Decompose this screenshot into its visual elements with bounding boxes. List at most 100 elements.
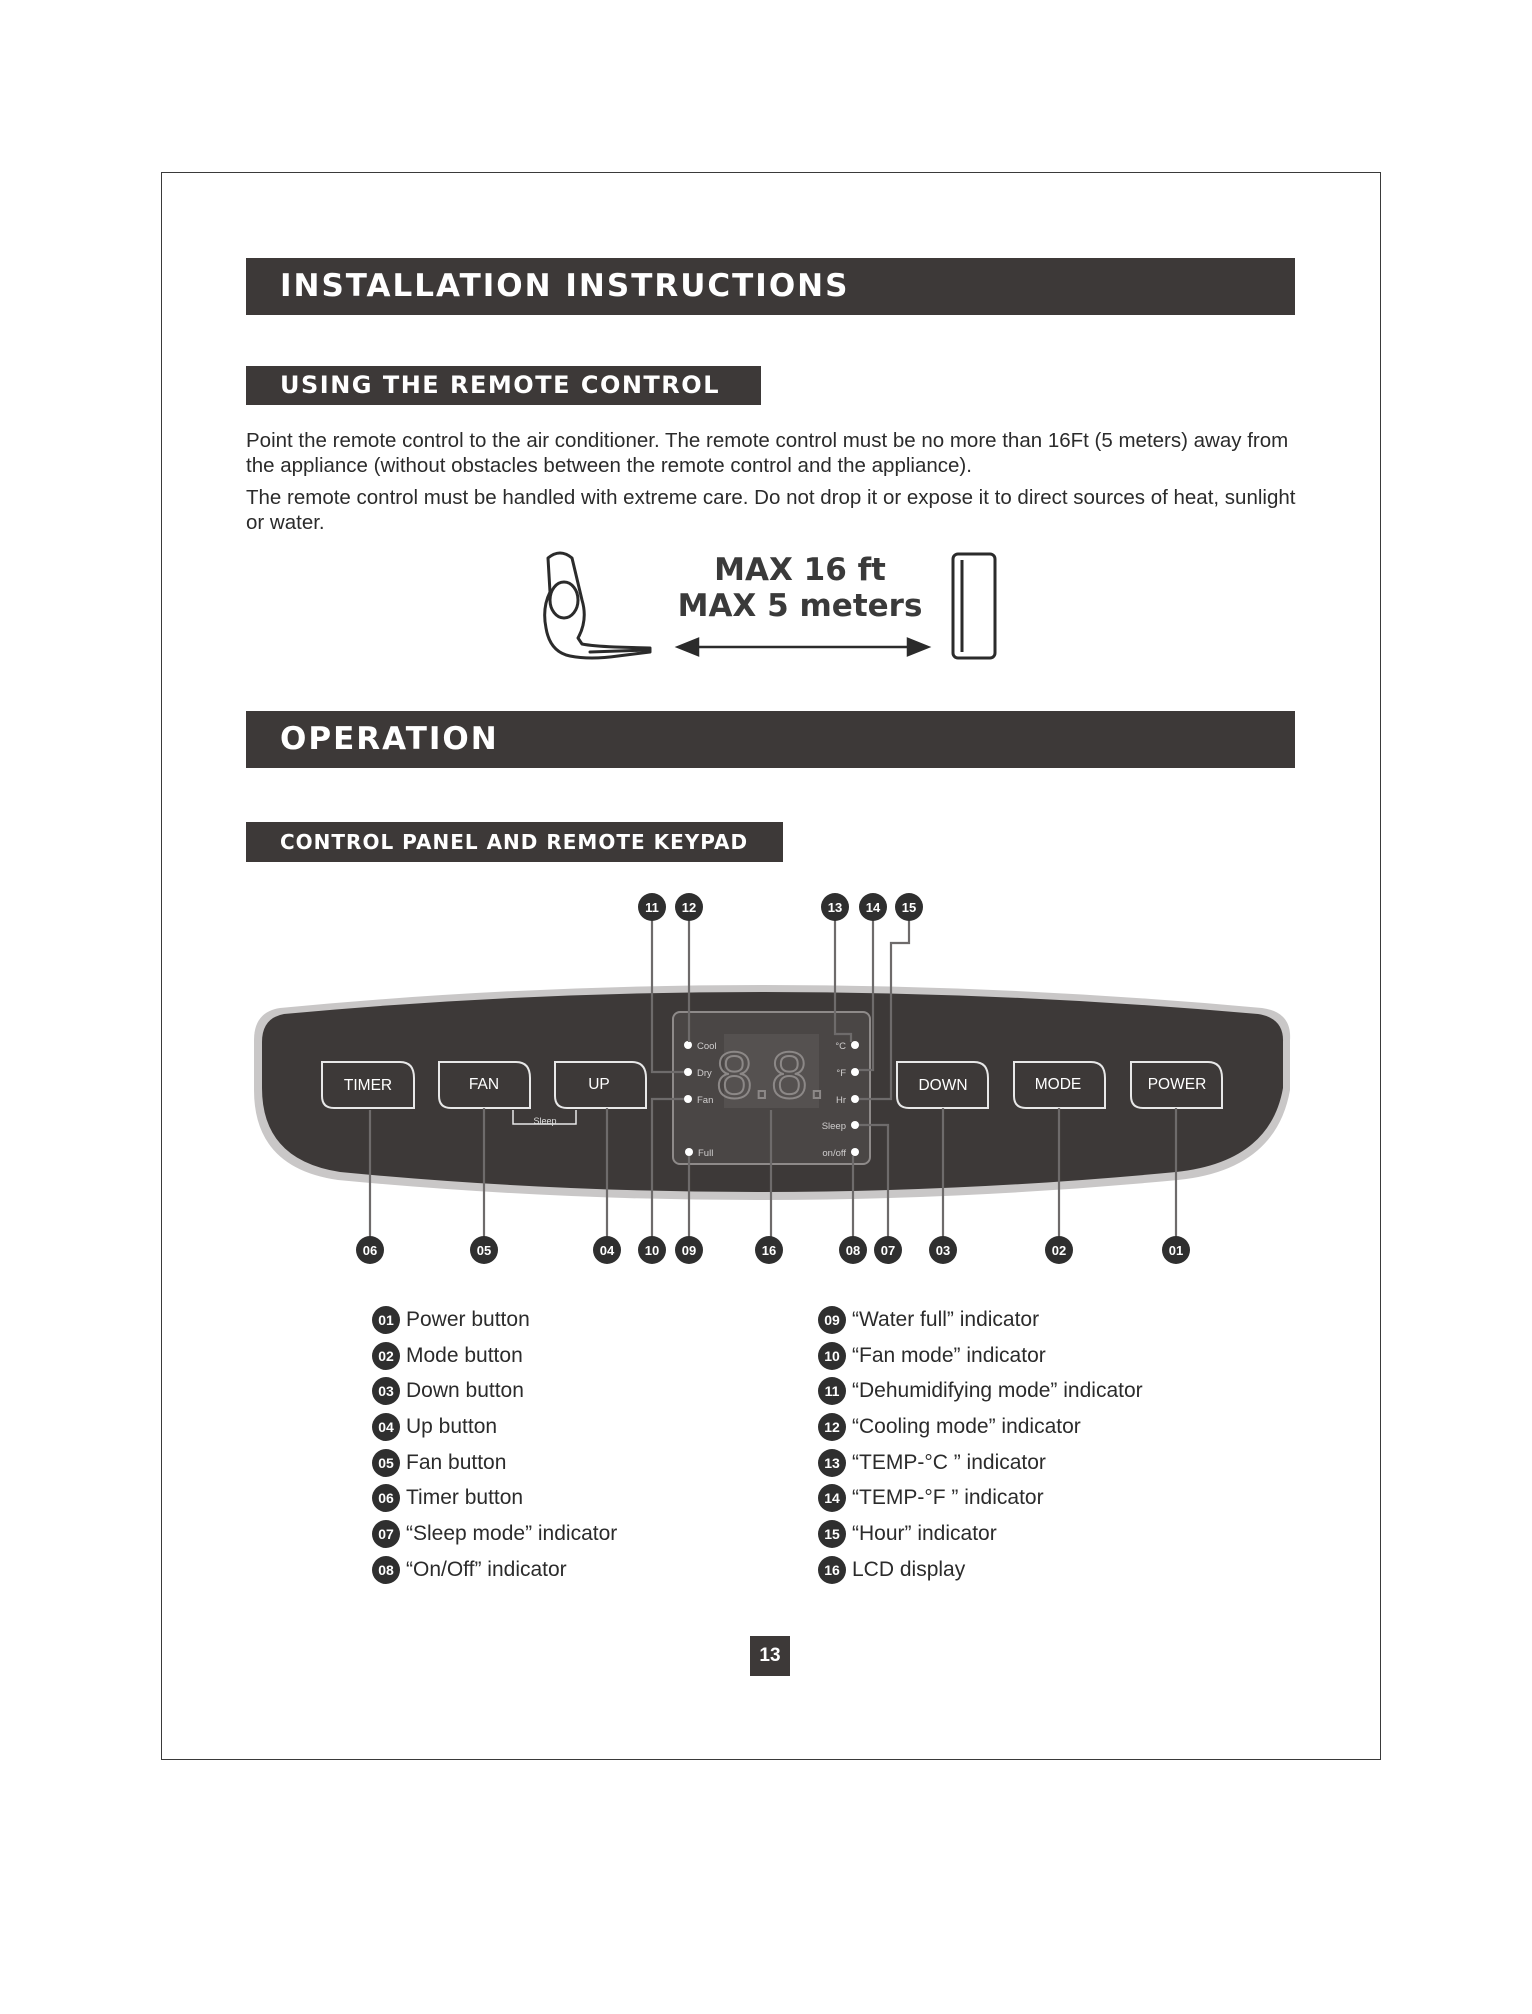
callout-15: 15 xyxy=(902,900,916,915)
legend-text: Mode button xyxy=(406,1343,523,1367)
legend-item: 12“Cooling mode” indicator xyxy=(818,1409,1143,1445)
installation-title: INSTALLATION INSTRUCTIONS xyxy=(246,258,1295,315)
legend-text: Timer button xyxy=(406,1486,524,1510)
callout-14: 14 xyxy=(866,900,881,915)
number-badge: 05 xyxy=(372,1448,400,1477)
legend-text: Up button xyxy=(406,1415,498,1439)
legend-item: 01 Power button xyxy=(372,1302,617,1338)
hr-label: Hr xyxy=(836,1095,846,1106)
max-meters-label: MAX 5 meters xyxy=(677,588,923,624)
number-badge: 08 xyxy=(372,1555,400,1584)
callout-11: 11 xyxy=(645,900,659,915)
sleep-indicator-label: Sleep xyxy=(822,1121,846,1132)
remote-distance-illustration xyxy=(543,551,997,660)
onoff-led xyxy=(851,1148,859,1156)
fan-led xyxy=(684,1095,692,1103)
legend-item: 13“TEMP-°C ” indicator xyxy=(818,1445,1143,1481)
legend-text: LCD display xyxy=(852,1557,966,1581)
mode-button[interactable]: MODE xyxy=(1035,1076,1082,1093)
page-number: 13 xyxy=(750,1636,790,1676)
legend-text: “Dehumidifying mode” indicator xyxy=(852,1379,1143,1403)
callout-12: 12 xyxy=(682,900,696,915)
number-badge: 09 xyxy=(818,1305,846,1334)
legend-text: “TEMP-°C ” indicator xyxy=(852,1450,1046,1474)
celsius-led xyxy=(851,1041,859,1049)
legend-text: “Cooling mode” indicator xyxy=(852,1415,1081,1439)
dry-label: Dry xyxy=(697,1068,712,1079)
callout-04: 04 xyxy=(600,1243,615,1258)
legend-item: 09 “Water full” indicator xyxy=(818,1302,1143,1338)
legend-text: “Fan mode” indicator xyxy=(852,1343,1046,1367)
legend-text: Power button xyxy=(406,1308,530,1331)
number-badge: 16 xyxy=(818,1555,846,1584)
control-panel-diagram: TIMER FAN UP DOWN MODE POWER Sleep 8.8. … xyxy=(254,893,1291,1264)
number-badge: 11 xyxy=(818,1377,846,1406)
power-button[interactable]: POWER xyxy=(1148,1076,1207,1093)
number-badge: 07 xyxy=(372,1519,400,1548)
fan-button[interactable]: FAN xyxy=(469,1076,499,1093)
legend-text: “TEMP-°F ” indicator xyxy=(852,1486,1044,1510)
lcd-digits: 8.8. xyxy=(716,1038,826,1112)
double-arrow-icon xyxy=(674,637,932,657)
number-badge: 14 xyxy=(818,1484,846,1513)
callout-16: 16 xyxy=(762,1243,776,1258)
number-badge: 13 xyxy=(818,1448,846,1477)
cool-led xyxy=(684,1041,692,1049)
legend-text: Fan button xyxy=(406,1450,507,1474)
legend-text: “Sleep mode” indicator xyxy=(406,1522,618,1546)
number-badge: 06 xyxy=(372,1484,400,1513)
callout-03: 03 xyxy=(936,1243,950,1258)
number-badge: 04 xyxy=(372,1412,400,1441)
legend-item: 15“Hour” indicator xyxy=(818,1516,1143,1552)
up-button[interactable]: UP xyxy=(588,1076,610,1093)
cool-label: Cool xyxy=(697,1041,717,1052)
celsius-label: °C xyxy=(835,1041,846,1052)
sleep-led xyxy=(851,1121,859,1129)
max-ft-label: MAX 16 ft xyxy=(714,552,886,588)
dry-led xyxy=(684,1068,692,1076)
number-badge: 15 xyxy=(818,1519,846,1548)
number-badge: 12 xyxy=(818,1412,846,1441)
down-button[interactable]: DOWN xyxy=(918,1077,967,1094)
hr-led xyxy=(851,1095,859,1103)
onoff-label: on/off xyxy=(822,1148,846,1159)
legend-item: 10“Fan mode” indicator xyxy=(818,1338,1143,1374)
fan-indicator-label: Fan xyxy=(697,1095,713,1106)
callout-13: 13 xyxy=(828,900,842,915)
legend-item: 11“Dehumidifying mode” indicator xyxy=(818,1373,1143,1409)
callout-02: 02 xyxy=(1052,1243,1066,1258)
operation-title: OPERATION xyxy=(246,711,1295,768)
callout-07: 07 xyxy=(881,1243,895,1258)
lcd-display xyxy=(724,1034,819,1108)
legend-item: 14“TEMP-°F ” indicator xyxy=(818,1480,1143,1516)
legend-text: “Hour” indicator xyxy=(852,1522,997,1546)
hand-with-remote-icon xyxy=(543,551,652,660)
fahrenheit-led xyxy=(851,1068,859,1076)
number-badge: 10 xyxy=(818,1341,846,1370)
callout-08: 08 xyxy=(846,1243,860,1258)
legend-text: “Water full” indicator xyxy=(852,1308,1040,1331)
callout-05: 05 xyxy=(477,1243,491,1258)
air-conditioner-icon xyxy=(951,552,997,660)
remote-paragraph-1: Point the remote control to the air cond… xyxy=(246,429,1289,477)
full-led xyxy=(685,1148,693,1156)
legend-right: 09 “Water full” indicator 10“Fan mode” in… xyxy=(818,1302,1143,1588)
remote-paragraph-2: The remote control must be handled with … xyxy=(246,486,1296,534)
timer-button[interactable]: TIMER xyxy=(344,1077,392,1094)
control-panel-title: CONTROL PANEL AND REMOTE KEYPAD xyxy=(246,822,783,862)
legend-item: 07“Sleep mode” indicator xyxy=(372,1516,617,1552)
number-badge: 01 xyxy=(372,1305,400,1334)
callout-10: 10 xyxy=(645,1243,659,1258)
page-frame xyxy=(161,172,1381,1760)
remote-control-title: USING THE REMOTE CONTROL xyxy=(246,366,761,405)
callout-09: 09 xyxy=(682,1243,696,1258)
legend-text: “On/Off” indicator xyxy=(406,1557,567,1581)
fahrenheit-label: °F xyxy=(836,1068,846,1079)
